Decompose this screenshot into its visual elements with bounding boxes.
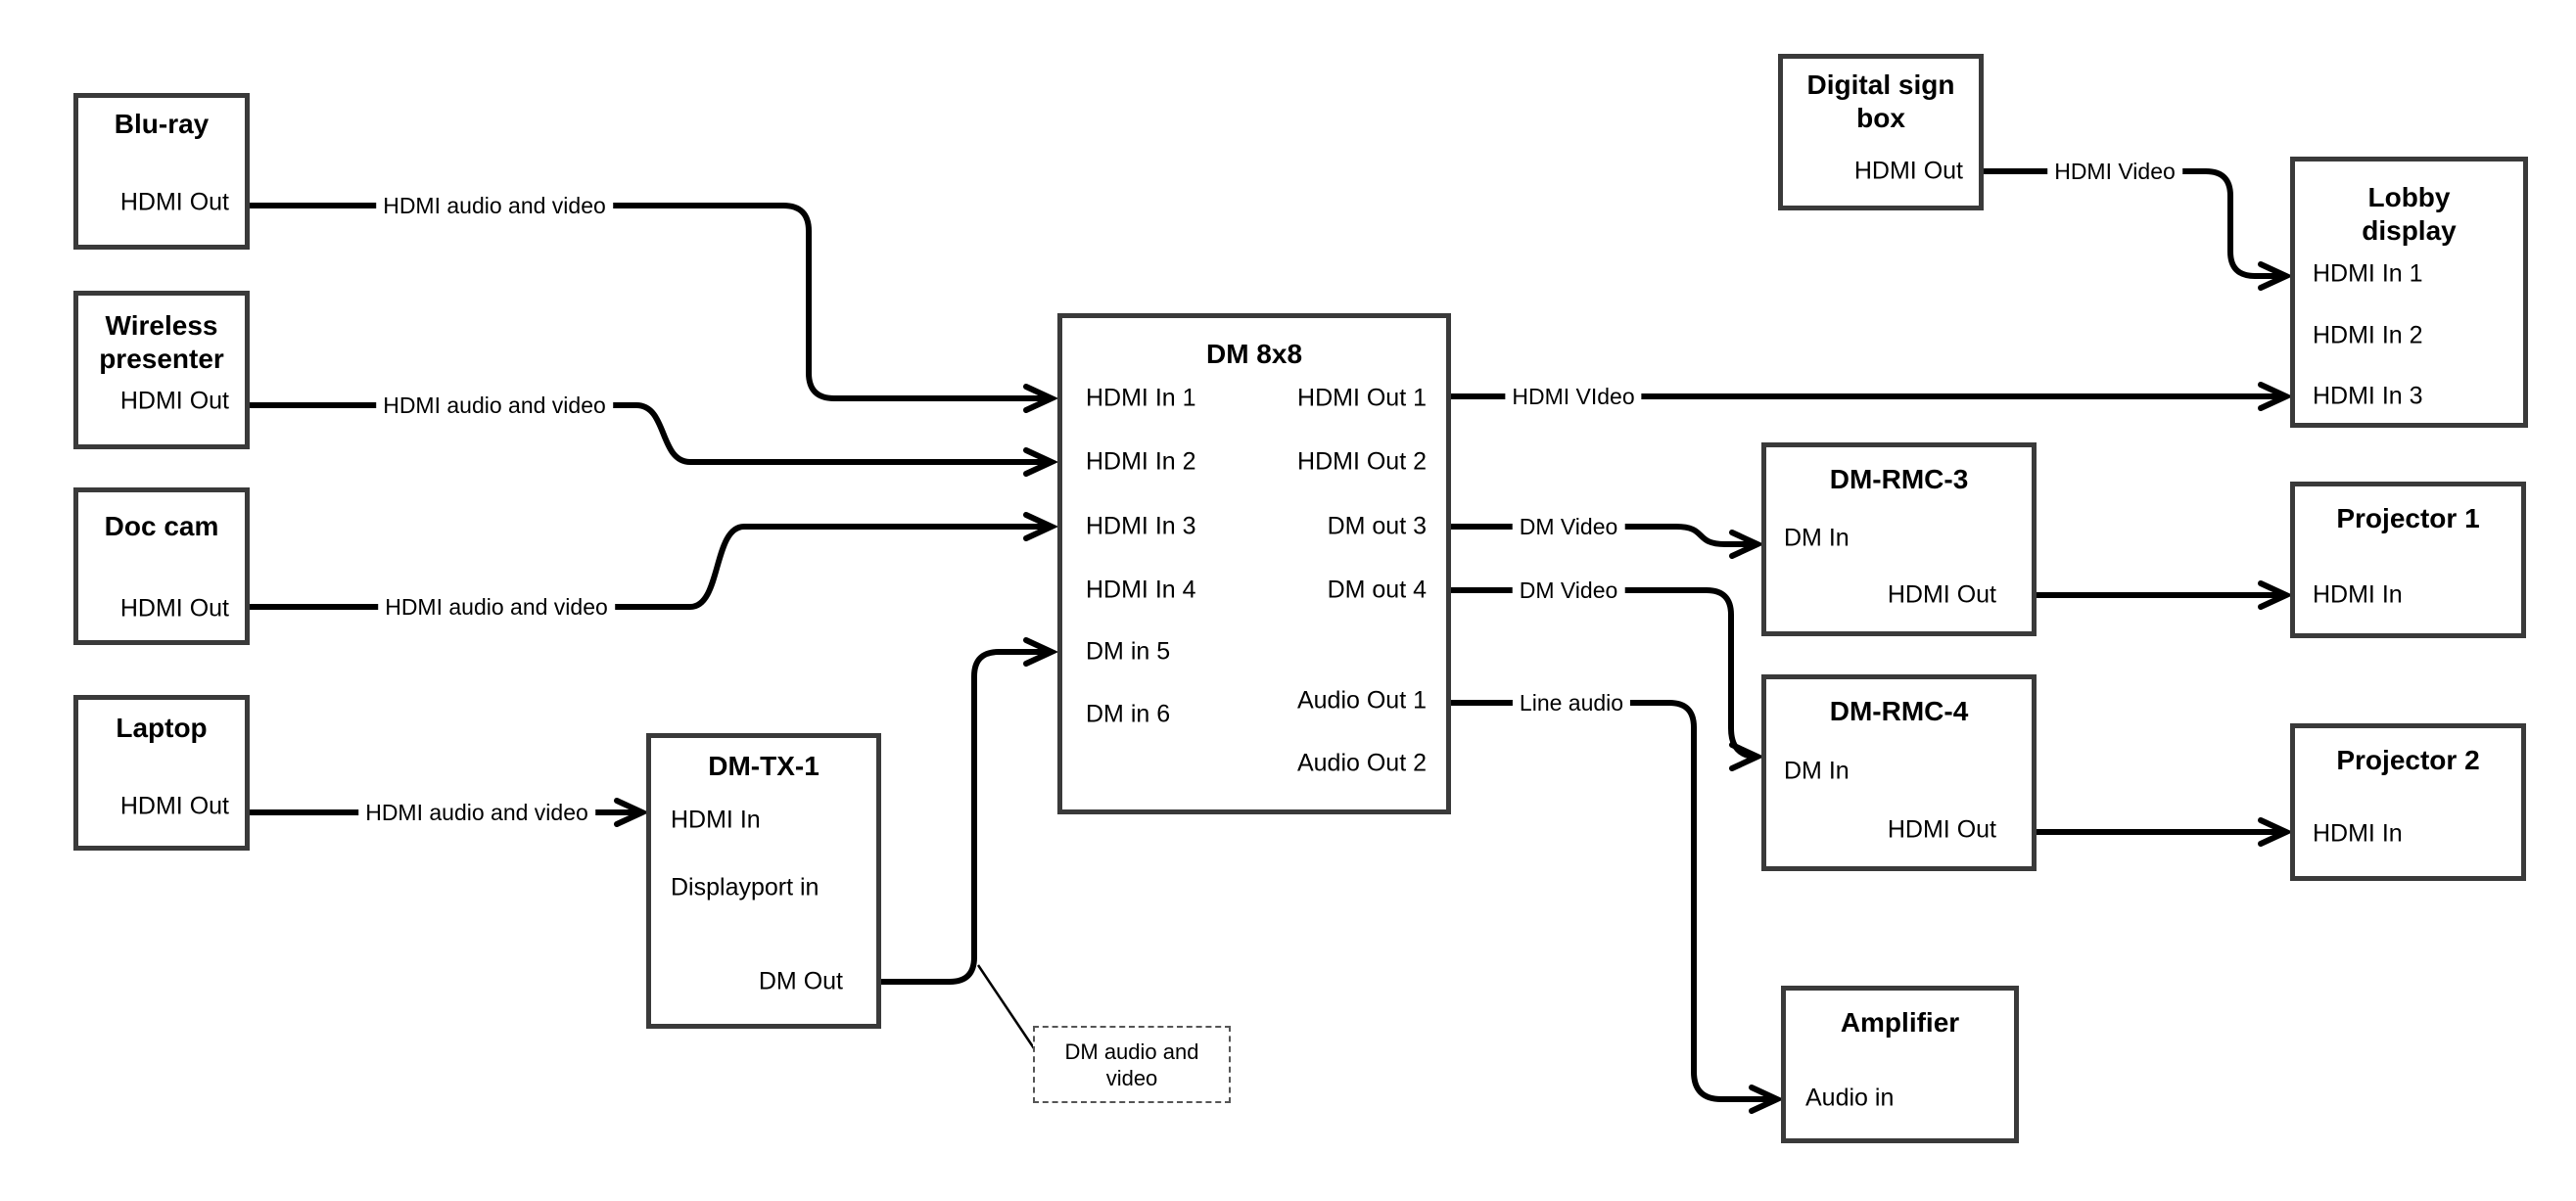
node-lobby-display: Lobby display HDMI In 1 HDMI In 2 HDMI I… (2290, 157, 2528, 428)
port-dm-out: DM Out (758, 967, 843, 995)
node-title: Wireless presenter (99, 310, 224, 374)
port-audio-out-2: Audio Out 2 (1296, 749, 1427, 777)
port-hdmi-in: HDMI In (671, 806, 761, 834)
node-title: Blu-ray (114, 109, 210, 139)
node-amplifier: Amplifier Audio in (1781, 986, 2019, 1143)
wire-label-dm-video-out3: DM Video (1512, 513, 1625, 540)
port-hdmi-in-3: HDMI In 3 (2313, 382, 2423, 410)
node-dm-tx-1: DM-TX-1 HDMI In Displayport in DM Out (646, 733, 881, 1029)
wire-label-line-audio: Line audio (1512, 689, 1631, 716)
port-dm-out-4: DM out 4 (1327, 576, 1427, 604)
wire-dmout4-to-rmc4 (1451, 587, 1765, 771)
wire-label-bluray: HDMI audio and video (376, 192, 613, 219)
wire-dmtx1-to-dm8x8 (881, 637, 1059, 985)
annotation-leader-line (976, 964, 1036, 1049)
port-hdmi-in-1: HDMI In 1 (1086, 384, 1196, 412)
port-audio-out-1: Audio Out 1 (1296, 686, 1427, 715)
port-hdmi-out: HDMI Out (119, 594, 229, 623)
port-hdmi-out: HDMI Out (119, 188, 229, 216)
node-doc-cam: Doc cam HDMI Out (73, 487, 250, 645)
node-digital-sign-box: Digital sign box HDMI Out (1778, 54, 1984, 210)
port-hdmi-in-4: HDMI In 4 (1086, 576, 1196, 604)
node-title: Digital sign box (1806, 69, 1955, 133)
node-title: Projector 1 (2336, 503, 2480, 533)
annotation-dm-audio-and-video: DM audio and video (1033, 1026, 1231, 1103)
node-title: Amplifier (1840, 1007, 1960, 1038)
wire-label-hdmi-video-sign: HDMI Video (2047, 158, 2182, 185)
wire-signbox-to-lobby (1984, 168, 2294, 291)
wire-wireless-to-dm8x8 (250, 402, 1059, 477)
port-hdmi-in-3: HDMI In 3 (1086, 512, 1196, 540)
node-dm-8x8: DM 8x8 HDMI In 1 HDMI In 2 HDMI In 3 HDM… (1057, 313, 1451, 814)
node-title: Projector 2 (2336, 745, 2480, 775)
node-title: DM-TX-1 (708, 751, 820, 781)
wire-label-doccam: HDMI audio and video (378, 593, 615, 621)
port-dm-in-5: DM in 5 (1086, 637, 1171, 666)
node-bluray: Blu-ray HDMI Out (73, 93, 250, 250)
wire-label-hdmi-video-out1: HDMI VIdeo (1505, 383, 1642, 410)
wire-dmout3-to-rmc3 (1451, 524, 1765, 559)
annotation-text: DM audio and video (1064, 1039, 1199, 1090)
port-hdmi-in-2: HDMI In 2 (1086, 447, 1196, 476)
port-hdmi-out: HDMI Out (1887, 815, 1996, 844)
node-projector-1: Projector 1 HDMI In (2290, 482, 2526, 638)
port-hdmi-out: HDMI Out (1887, 580, 1996, 609)
port-hdmi-out-1: HDMI Out 1 (1297, 384, 1427, 412)
port-hdmi-out: HDMI Out (119, 387, 229, 415)
port-hdmi-out: HDMI Out (119, 792, 229, 820)
wire-doccam-to-dm8x8 (250, 512, 1059, 610)
port-dm-in: DM In (1784, 524, 1850, 552)
port-hdmi-out: HDMI Out (1853, 157, 1963, 185)
port-audio-in: Audio in (1805, 1084, 1895, 1112)
node-laptop: Laptop HDMI Out (73, 695, 250, 851)
port-dm-out-3: DM out 3 (1327, 512, 1427, 540)
port-hdmi-out-2: HDMI Out 2 (1297, 447, 1427, 476)
node-dm-rmc-4: DM-RMC-4 DM In HDMI Out (1761, 674, 2037, 871)
node-dm-rmc-3: DM-RMC-3 DM In HDMI Out (1761, 442, 2037, 636)
node-title: DM 8x8 (1205, 339, 1303, 369)
node-wireless-presenter: Wireless presenter HDMI Out (73, 291, 250, 449)
wire-audioout1-to-amplifier (1451, 700, 1785, 1114)
node-title: Laptop (116, 713, 208, 743)
port-hdmi-in: HDMI In (2313, 580, 2403, 609)
node-projector-2: Projector 2 HDMI In (2290, 723, 2526, 881)
node-title: DM-RMC-3 (1829, 464, 1969, 494)
port-hdmi-in-2: HDMI In 2 (2313, 321, 2423, 349)
wire-bluray-to-dm8x8 (250, 203, 1059, 413)
port-dm-in-6: DM in 6 (1086, 700, 1171, 728)
wire-label-laptop: HDMI audio and video (358, 799, 595, 826)
node-title: DM-RMC-4 (1829, 696, 1969, 726)
node-title: Doc cam (104, 511, 219, 541)
port-dm-in: DM In (1784, 757, 1850, 785)
port-hdmi-in: HDMI In (2313, 819, 2403, 848)
wire-label-dm-video-out4: DM Video (1512, 577, 1625, 604)
port-displayport-in: Displayport in (671, 873, 820, 901)
wire-label-wireless: HDMI audio and video (376, 392, 613, 419)
port-hdmi-in-1: HDMI In 1 (2313, 259, 2423, 288)
node-title: Lobby display (2362, 182, 2457, 246)
